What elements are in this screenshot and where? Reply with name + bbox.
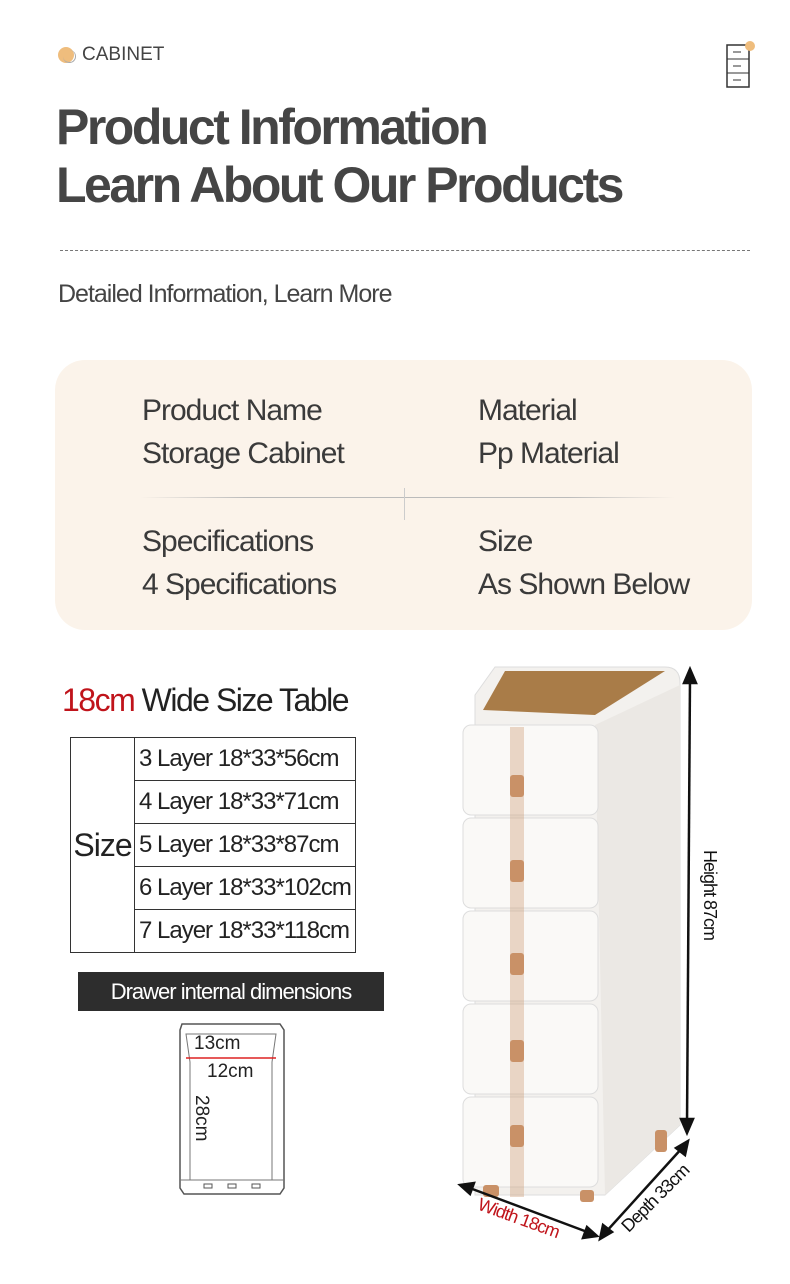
drawer-top-width: 13cm	[194, 1033, 241, 1054]
table-cell: 5 Layer 18*33*87cm	[134, 823, 356, 867]
drawer-length: 28cm	[191, 1095, 212, 1142]
brand-label: CABINET	[82, 44, 165, 65]
table-cell: 4 Layer 18*33*71cm	[134, 780, 356, 824]
page-title-line2: Learn About Our Products	[56, 157, 624, 213]
product-name-label: Product Name	[142, 394, 323, 427]
material-label: Material	[478, 394, 578, 427]
size-header: Size	[70, 737, 135, 953]
size-block: Size As Shown Below	[478, 520, 690, 606]
page-title-line1: Product Information	[56, 99, 489, 155]
table-cell: 6 Layer 18*33*102cm	[134, 866, 356, 910]
size-label: Size	[478, 525, 533, 558]
table-row: 7 Layer 18*33*118cm	[71, 909, 356, 953]
drawer-dimensions-banner: Drawer internal dimensions	[78, 972, 384, 1011]
cabinet-product-image	[457, 665, 698, 1242]
info-card	[55, 360, 752, 630]
title-rest: Wide Size Table	[134, 682, 350, 718]
size-value: As Shown Below	[478, 568, 690, 601]
drawer-bottom-width: 12cm	[207, 1061, 254, 1082]
table-cell: 3 Layer 18*33*56cm	[134, 737, 356, 781]
card-divider-tick	[404, 488, 405, 520]
subtitle: Detailed Information, Learn More	[58, 280, 392, 308]
card-divider	[140, 497, 675, 498]
brand-header: CABINET	[58, 44, 164, 66]
table-row: 6 Layer 18*33*102cm	[71, 866, 356, 910]
specifications-block: Specifications 4 Specifications	[142, 520, 337, 606]
specifications-label: Specifications	[142, 525, 314, 558]
material-block: Material Pp Material	[478, 389, 620, 475]
table-cell: 7 Layer 18*33*118cm	[134, 909, 356, 953]
specifications-value: 4 Specifications	[142, 568, 337, 601]
height-label: Height 87cm	[700, 850, 720, 941]
drawer-diagram	[179, 1023, 285, 1195]
cabinet-icon	[726, 41, 755, 88]
width-highlight: 18cm	[62, 682, 136, 718]
size-table-title: 18cm Wide Size Table	[62, 682, 350, 719]
divider	[60, 250, 750, 251]
product-name-value: Storage Cabinet	[142, 437, 345, 470]
material-value: Pp Material	[478, 437, 620, 470]
brand-dot-icon	[58, 47, 76, 63]
